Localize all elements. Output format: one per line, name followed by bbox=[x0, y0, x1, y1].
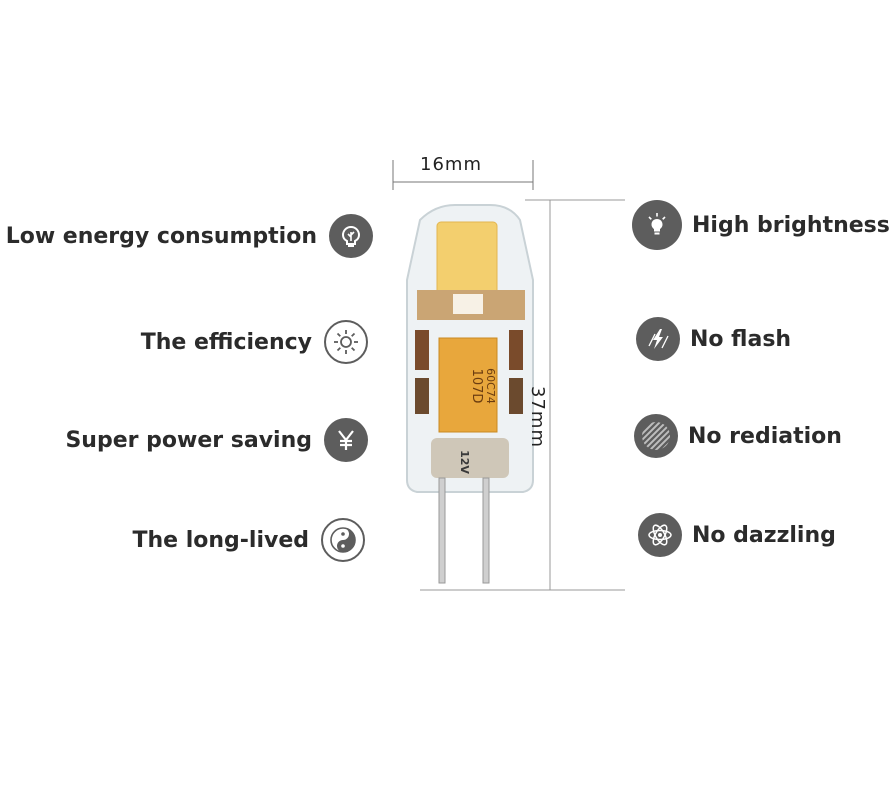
feature-label: No flash bbox=[690, 326, 792, 352]
feature-label: No dazzling bbox=[692, 522, 836, 548]
yin-yang-icon bbox=[321, 518, 365, 562]
capacitor-chip bbox=[438, 337, 498, 433]
chip-text-2: 60C74 bbox=[484, 368, 497, 404]
product-image: 107D 60C74 12V bbox=[375, 160, 635, 604]
component-right bbox=[509, 330, 523, 370]
feature-label: The long-lived bbox=[132, 527, 309, 553]
feature-label: The efficiency bbox=[140, 329, 312, 355]
component-left-2 bbox=[415, 378, 429, 414]
feature-no-dazzling: No dazzling bbox=[638, 513, 836, 557]
bulb-base bbox=[431, 438, 509, 478]
sun-icon bbox=[324, 320, 368, 364]
feature-label: High brightness bbox=[692, 212, 890, 238]
feature-label: Low energy consumption bbox=[5, 223, 317, 249]
component-left bbox=[415, 330, 429, 370]
pin-right bbox=[482, 477, 490, 584]
yen-icon bbox=[324, 418, 368, 462]
base-text: 12V bbox=[458, 450, 471, 474]
feature-power-saving: Super power saving bbox=[65, 418, 368, 462]
feature-no-radiation: No rediation bbox=[634, 414, 842, 458]
board-gap bbox=[453, 294, 483, 314]
width-dimension-label: 16mm bbox=[420, 154, 482, 175]
lightning-icon bbox=[636, 317, 680, 361]
height-dimension-label: 37mm bbox=[527, 386, 548, 448]
lightbulb-icon bbox=[632, 200, 682, 250]
feature-low-energy: Low energy consumption bbox=[6, 214, 373, 258]
feature-efficiency: The efficiency bbox=[141, 320, 368, 364]
feature-label: No rediation bbox=[688, 423, 842, 449]
component-right-2 bbox=[509, 378, 523, 414]
chip-text-1: 107D bbox=[469, 369, 484, 404]
feature-high-brightness: High brightness bbox=[632, 200, 890, 250]
led-chip bbox=[436, 221, 498, 295]
feature-no-flash: No flash bbox=[636, 317, 791, 361]
pin-left bbox=[438, 477, 446, 584]
leaf-bulb-icon bbox=[329, 214, 373, 258]
led-bulb-illustration: 107D 60C74 12V bbox=[392, 160, 625, 591]
feature-long-lived: The long-lived bbox=[132, 518, 365, 562]
atom-icon bbox=[638, 513, 682, 557]
feature-label: Super power saving bbox=[65, 427, 312, 453]
stripes-icon bbox=[634, 414, 678, 458]
